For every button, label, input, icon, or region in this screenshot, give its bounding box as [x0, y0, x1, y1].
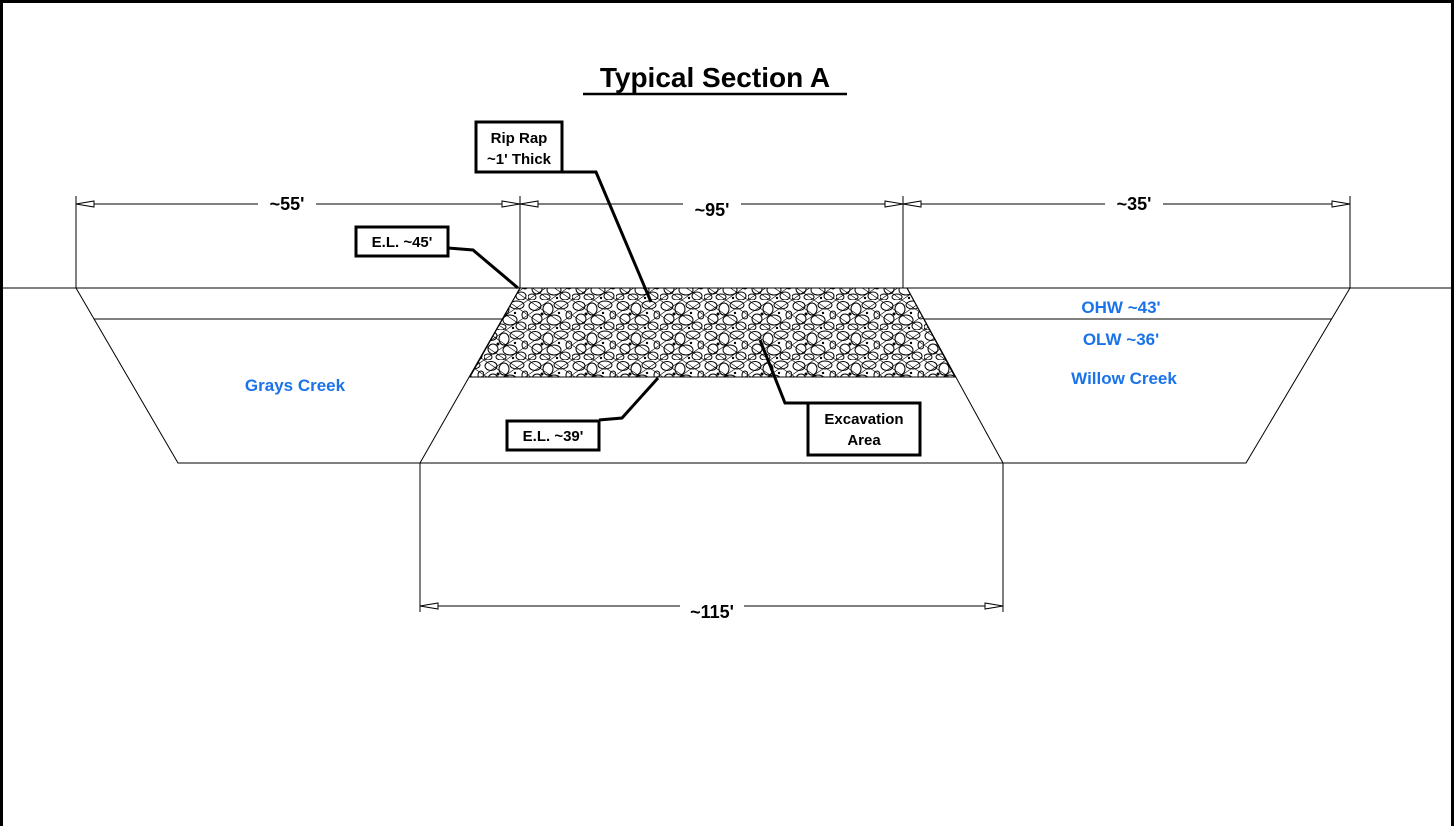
- dim-right: ~35': [902, 194, 1351, 214]
- riprap-fill: [469, 287, 956, 378]
- ohw-label: OHW ~43': [1081, 298, 1160, 317]
- right-channel-label: Willow Creek: [1071, 369, 1177, 388]
- callout-el-top-label: E.L. ~45': [372, 234, 433, 251]
- dim-left: ~55': [75, 194, 521, 214]
- dim-bottom-label: ~115': [690, 602, 734, 622]
- dim-bottom: ~115': [419, 602, 1004, 622]
- callout-el-bottom-label: E.L. ~39': [523, 428, 584, 445]
- dim-center: ~95': [519, 200, 904, 220]
- right-channel-outline: [906, 287, 1351, 464]
- callout-excavation-line2: Area: [847, 432, 881, 449]
- dim-left-label: ~55': [270, 194, 305, 214]
- callout-riprap: Rip Rap ~1' Thick: [474, 120, 653, 303]
- olw-label: OLW ~36': [1083, 330, 1159, 349]
- dim-right-label: ~35': [1117, 194, 1152, 214]
- left-channel-label: Grays Creek: [245, 376, 346, 395]
- callout-excavation-line1: Excavation: [824, 411, 903, 428]
- left-channel-outline: [75, 287, 521, 464]
- page-title: Typical Section A: [600, 62, 830, 93]
- dim-center-label: ~95': [695, 200, 730, 220]
- callout-el-top: E.L. ~45': [354, 225, 519, 290]
- callout-el-bottom: E.L. ~39': [505, 376, 660, 452]
- callout-riprap-line1: Rip Rap: [491, 130, 548, 147]
- callout-riprap-line2: ~1' Thick: [487, 151, 552, 168]
- callout-excavation: Excavation Area: [758, 339, 922, 457]
